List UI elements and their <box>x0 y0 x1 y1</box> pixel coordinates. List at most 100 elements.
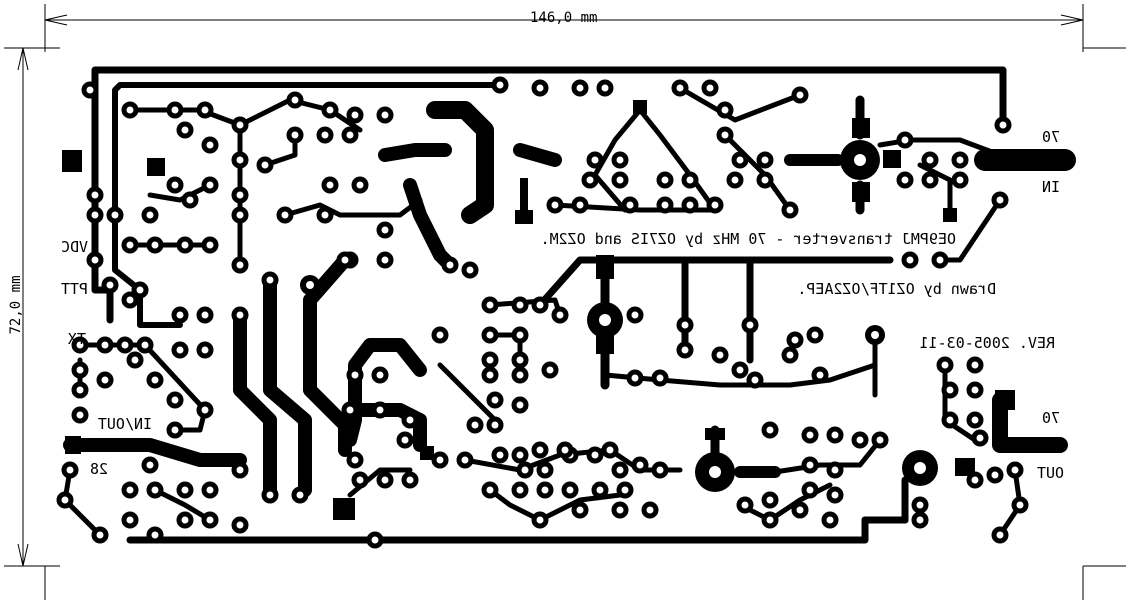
pad <box>896 131 914 149</box>
pad <box>911 511 929 529</box>
pad <box>171 306 189 324</box>
pad <box>71 361 89 379</box>
pad <box>671 79 689 97</box>
pad <box>596 79 614 97</box>
pad <box>61 461 79 479</box>
pad <box>116 336 134 354</box>
pad <box>321 176 339 194</box>
pad <box>321 101 339 119</box>
pad <box>481 296 499 314</box>
pad <box>821 511 839 529</box>
label-ptt: PTT <box>61 280 88 298</box>
component-pads <box>56 76 1029 549</box>
pad <box>101 276 119 294</box>
pad <box>166 176 184 194</box>
pad <box>196 306 214 324</box>
pad <box>431 451 449 469</box>
pad <box>941 411 959 429</box>
pad <box>256 156 274 174</box>
pad <box>286 126 304 144</box>
pad <box>201 236 219 254</box>
pad <box>781 201 799 219</box>
pad <box>511 296 529 314</box>
pad <box>731 151 749 169</box>
pad <box>986 466 1004 484</box>
pad <box>601 441 619 459</box>
drawn-by: Drawn by OZ1TF/OZ2AEP. <box>797 280 996 298</box>
pad <box>511 326 529 344</box>
pad <box>711 346 729 364</box>
pad <box>181 191 199 209</box>
pad <box>261 271 279 289</box>
pad <box>991 526 1009 544</box>
pad <box>366 531 384 549</box>
pad <box>461 261 479 279</box>
pad <box>896 171 914 189</box>
pad <box>571 501 589 519</box>
pad <box>171 341 189 359</box>
pad <box>201 511 219 529</box>
pad <box>701 79 719 97</box>
pad <box>516 461 534 479</box>
pad <box>126 351 144 369</box>
pad <box>401 471 419 489</box>
pad <box>626 306 644 324</box>
pad <box>341 126 359 144</box>
pad <box>351 471 369 489</box>
pad <box>931 251 949 269</box>
pad <box>86 206 104 224</box>
pad <box>341 401 359 419</box>
pad <box>121 236 139 254</box>
pad <box>786 331 804 349</box>
pad <box>511 396 529 414</box>
pad <box>581 171 599 189</box>
pad <box>201 136 219 154</box>
pad <box>811 366 829 384</box>
pad <box>631 456 649 474</box>
pad <box>801 426 819 444</box>
pad <box>371 401 389 419</box>
pad <box>491 76 509 94</box>
pad <box>761 491 779 509</box>
pad <box>316 206 334 224</box>
pad <box>146 481 164 499</box>
pad <box>571 79 589 97</box>
label-in-out: IN/OUT <box>98 415 152 433</box>
pad <box>231 186 249 204</box>
pad <box>871 431 889 449</box>
pad <box>371 366 389 384</box>
pad <box>96 371 114 389</box>
pad <box>106 206 124 224</box>
pad <box>141 206 159 224</box>
pad <box>231 116 249 134</box>
pad <box>611 501 629 519</box>
pad <box>756 171 774 189</box>
pad <box>531 511 549 529</box>
pad <box>121 101 139 119</box>
pad <box>511 481 529 499</box>
pad <box>196 341 214 359</box>
pad <box>746 371 764 389</box>
pad <box>611 461 629 479</box>
pad <box>651 461 669 479</box>
pad <box>131 281 149 299</box>
pad <box>196 101 214 119</box>
pad <box>91 526 109 544</box>
pad <box>511 351 529 369</box>
pad <box>586 446 604 464</box>
pad <box>706 196 724 214</box>
pad <box>316 126 334 144</box>
label-28: 28 <box>90 460 108 478</box>
pad <box>911 496 929 514</box>
pad <box>851 431 869 449</box>
pad <box>531 296 549 314</box>
pad <box>511 446 529 464</box>
pad <box>676 341 694 359</box>
pad <box>991 191 1009 209</box>
pad <box>166 421 184 439</box>
pad <box>441 256 459 274</box>
pad <box>641 501 659 519</box>
pad <box>231 516 249 534</box>
pad <box>481 326 499 344</box>
